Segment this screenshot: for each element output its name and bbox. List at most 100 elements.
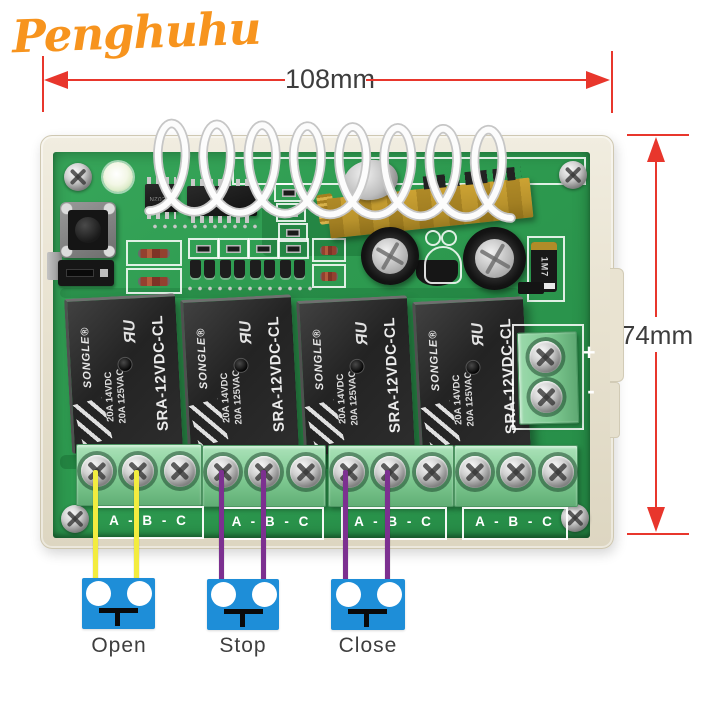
terminal-label: A - B - C [219, 507, 324, 540]
transistor [250, 260, 261, 278]
smd-chip [281, 188, 297, 197]
terminal-screw [500, 456, 532, 488]
relay-brand: SONGLE® [310, 328, 326, 391]
resistor [312, 238, 346, 262]
terminal-block-4 [454, 445, 578, 507]
transistor [234, 260, 245, 278]
tact-button-base [68, 210, 108, 250]
diode-label: 1M7 [538, 256, 549, 278]
silkscreen-outline [425, 230, 441, 246]
smd-chip [196, 244, 211, 253]
terminal-screw [529, 340, 562, 374]
dim-width-tick-left [42, 56, 44, 112]
solder-pads [150, 222, 262, 231]
relay-dimple [117, 356, 133, 373]
wire-close-b [385, 470, 390, 598]
dim-width-arrow-left-icon [44, 71, 68, 89]
switch-symbol-stem [240, 614, 245, 627]
smd-chip [256, 244, 271, 253]
wire-stop-b [261, 470, 266, 598]
decoder-ic [187, 179, 257, 223]
transistor [294, 260, 305, 278]
wire-close-a [343, 470, 348, 598]
dim-height-label: 74mm [620, 320, 694, 350]
switch-close [331, 579, 405, 630]
relay-model: SRA-12VDC-CL [380, 316, 404, 434]
terminal-screw [333, 456, 365, 488]
switch-label-stop: Stop [219, 634, 267, 657]
transistor [264, 260, 275, 278]
ul-mark-icon: ЯU [353, 321, 372, 346]
wire-open-a [93, 470, 98, 598]
smd-resistor [274, 183, 304, 202]
terminal-screw [542, 456, 574, 488]
silkscreen-outline [441, 230, 457, 246]
corner-screw [61, 505, 89, 533]
ul-mark-icon: ЯU [121, 319, 140, 344]
electrolytic-capacitor [361, 227, 419, 285]
wire-hole [336, 582, 361, 607]
eeprom-ic-label: 24C02N [149, 195, 175, 201]
relay-dimple [349, 358, 365, 375]
switch-symbol-stem [364, 614, 369, 627]
smd-resistor [188, 238, 219, 259]
dim-width-arrow-right-icon [586, 71, 610, 89]
smd-resistor [276, 203, 306, 222]
terminal-screw [290, 456, 322, 488]
terminal-label: A - B - C [341, 507, 447, 540]
relay-model: SRA-12VDC-CL [264, 315, 288, 433]
antenna-silkscreen-outline [232, 157, 586, 185]
smd-component [518, 282, 544, 294]
relay-dimple [233, 357, 249, 374]
dim-height-line-top [655, 160, 657, 317]
eeprom-ic: 24C02N [145, 177, 178, 219]
terminal-screw [530, 380, 563, 414]
terminal-screw [164, 455, 196, 487]
power-plus-label: + [582, 340, 596, 365]
tact-button [60, 202, 116, 258]
led-indicator [103, 162, 133, 192]
smd-chip [285, 228, 301, 237]
wire-hole [211, 582, 236, 607]
power-terminal-silkscreen [512, 324, 584, 430]
capacitor-top [474, 238, 515, 279]
terminal-block-3 [328, 445, 454, 507]
relay-brand: SONGLE® [426, 329, 442, 392]
tact-button-cap [75, 217, 101, 243]
wire-stop-a [219, 470, 224, 598]
capacitor-top [372, 238, 408, 274]
smd-resistor [278, 223, 308, 242]
wire-hole [127, 581, 152, 606]
resistor-body [319, 245, 339, 255]
smd-resistor [248, 238, 279, 259]
relay-model: SRA-12VDC-CL [148, 314, 172, 432]
diode-1m7: 1M7 [531, 242, 557, 292]
relay-dimple [465, 359, 481, 376]
transistor [204, 260, 215, 278]
switch-label-open: Open [91, 634, 147, 657]
switch-symbol [224, 609, 263, 614]
terminal-screw [459, 456, 491, 488]
switch-symbol [348, 609, 387, 614]
switch-symbol [99, 608, 138, 613]
resistor [126, 240, 182, 266]
smd-chip [226, 244, 241, 253]
wire-hole [86, 581, 111, 606]
switch-label-close: Close [338, 634, 398, 657]
enclosure-mount-tab-small [610, 382, 620, 438]
dim-height-arrow-down-icon [647, 507, 665, 532]
resistor-body [137, 276, 171, 286]
transistor [220, 260, 231, 278]
solder-pads [185, 284, 315, 292]
wire-hole [377, 582, 402, 607]
ul-mark-icon: ЯU [469, 322, 488, 347]
dim-width-label: 108mm [285, 64, 376, 94]
dim-width-line-left [64, 79, 285, 81]
dim-width-tick-right [611, 51, 613, 113]
ul-mark-icon: ЯU [237, 320, 256, 345]
transistor [280, 260, 291, 278]
